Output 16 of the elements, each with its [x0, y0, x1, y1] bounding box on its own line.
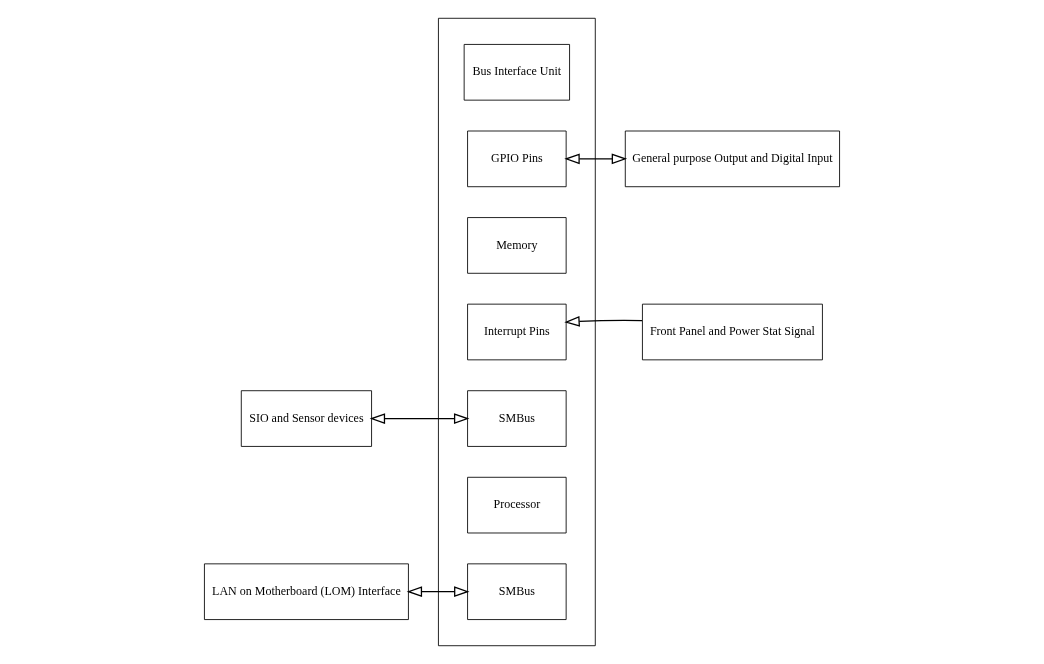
node-box: Bus Interface Unit [463, 44, 570, 101]
arrow [406, 586, 470, 598]
node-box: General purpose Output and Digital Input [624, 130, 840, 188]
node-box: Interrupt Pins [467, 303, 567, 361]
node-box: SMBus [467, 563, 567, 620]
node-box: SMBus [467, 390, 567, 447]
cluster [438, 17, 596, 647]
arrow [369, 413, 470, 424]
node-box: Memory [467, 217, 567, 274]
node-box: Front Panel and Power Stat Signal [642, 303, 823, 361]
arrow [564, 315, 643, 327]
node-box: Processor [467, 476, 567, 534]
arrow [564, 153, 628, 165]
node-box: SIO and Sensor devices [240, 390, 372, 447]
node-box: LAN on Motherboard (LOM) Interface [204, 563, 409, 620]
node-box: GPIO Pins [467, 130, 567, 188]
